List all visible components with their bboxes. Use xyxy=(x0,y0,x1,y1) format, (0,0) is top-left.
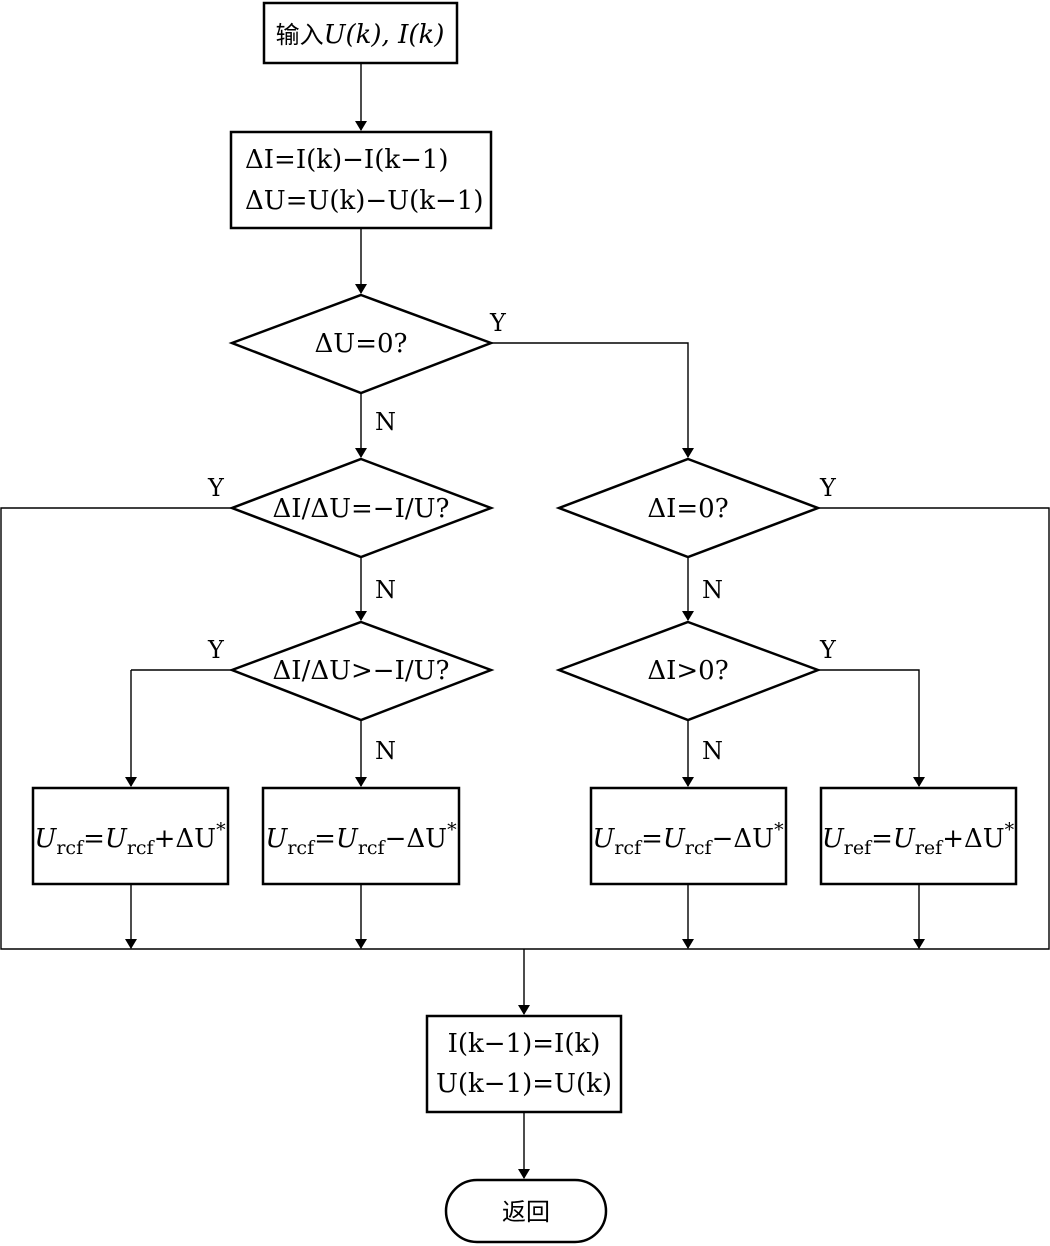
end-terminator: 返回 xyxy=(444,1178,608,1244)
update-box-2: Urcf=Urcf−ΔU* xyxy=(261,786,461,886)
decision-di-positive: ΔI>0? xyxy=(555,620,822,722)
label-yes-di-zero: Y xyxy=(819,474,837,502)
bypass-loop xyxy=(0,507,1050,950)
delta-i-formula: ΔI=I(k)−I(k−1) xyxy=(245,145,449,175)
label-yes-slope-greater: Y xyxy=(207,636,225,664)
decision-slope-equal-text: ΔI/ΔU=−I/U? xyxy=(273,494,450,524)
decision-di-zero: ΔI=0? xyxy=(555,457,822,559)
end-label: 返回 xyxy=(502,1198,550,1226)
store-i-formula: I(k−1)=I(k) xyxy=(448,1029,601,1059)
label-no-slope-equal: N xyxy=(375,576,396,604)
difference-box: ΔI=I(k)−I(k−1) ΔU=U(k)−U(k−1) xyxy=(229,130,493,230)
connectors xyxy=(0,63,1050,1179)
decision-slope-equal: ΔI/ΔU=−I/U? xyxy=(228,457,495,559)
update-box-1-text: Urcf=Urcf+ΔU* xyxy=(34,819,226,859)
update-box-2-text: Urcf=Urcf−ΔU* xyxy=(265,819,457,859)
update-box-3-text: Urcf=Urcf−ΔU* xyxy=(592,819,784,859)
decision-du-zero: ΔU=0? xyxy=(228,293,495,395)
label-no-di-zero: N xyxy=(702,576,723,604)
decision-du-zero-text: ΔU=0? xyxy=(315,329,408,359)
update-box-1: Urcf=Urcf+ΔU* xyxy=(31,786,230,886)
label-no-slope-greater: N xyxy=(375,737,396,765)
delta-u-formula: ΔU=U(k)−U(k−1) xyxy=(245,186,484,216)
store-u-formula: U(k−1)=U(k) xyxy=(436,1069,612,1099)
update-box-3: Urcf=Urcf−ΔU* xyxy=(589,786,788,886)
update-box-4: Uref=Uref+ΔU* xyxy=(819,786,1018,886)
decision-slope-greater-text: ΔI/ΔU>−I/U? xyxy=(273,656,450,686)
label-yes-du-zero: Y xyxy=(489,309,507,337)
label-yes-slope-equal: Y xyxy=(207,474,225,502)
arrow-to-box4 xyxy=(818,669,925,787)
decision-slope-greater: ΔI/ΔU>−I/U? xyxy=(228,620,495,722)
start-box: 输入U(k), I(k) xyxy=(262,1,459,65)
decision-di-positive-text: ΔI>0? xyxy=(647,656,728,686)
label-no-di-positive: N xyxy=(702,737,723,765)
branch-labels: Y N Y N Y N Y N Y N xyxy=(207,309,837,765)
decision-di-zero-text: ΔI=0? xyxy=(647,494,728,524)
label-yes-di-positive: Y xyxy=(819,636,837,664)
store-box: I(k−1)=I(k) U(k−1)=U(k) xyxy=(425,1014,623,1114)
label-no-du-zero: N xyxy=(375,408,396,436)
start-text: 输入U(k), I(k) xyxy=(276,20,445,50)
update-box-4-text: Uref=Uref+ΔU* xyxy=(822,819,1015,859)
arrow-du-zero-yes xyxy=(491,342,694,458)
